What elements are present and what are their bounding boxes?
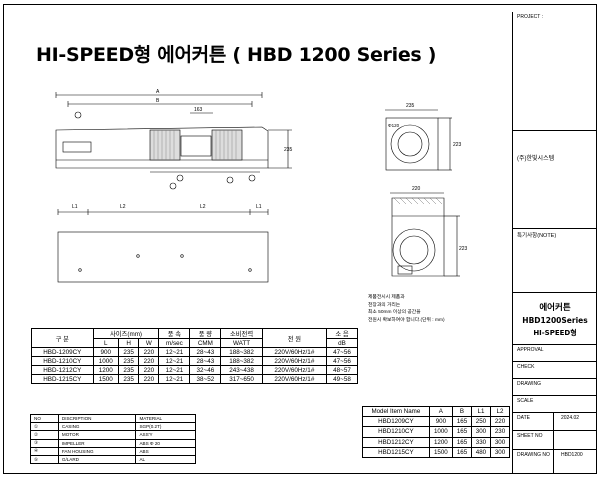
spec-header-model: 구 분 (31, 328, 94, 348)
svg-text:L2: L2 (200, 204, 206, 210)
drawing-title: HI-SPEED형 에어커튼 ( HBD 1200 Series ) (36, 44, 437, 66)
technical-drawing: A B 163 235 L1 L2 L2 L1 235 Φ120 223 (55, 89, 468, 283)
svg-text:235: 235 (406, 103, 415, 109)
drawing-frame (3, 4, 597, 474)
drawing-row: DRAWING (513, 378, 597, 395)
spec-header-size: 사이즈(mm) (92, 328, 160, 339)
side-view-top (385, 109, 452, 171)
side-view-bottom (390, 192, 460, 277)
svg-text:163: 163 (194, 107, 203, 113)
fan-grilles (153, 130, 237, 160)
product-block: 에어커튼 HBD1200Series HI-SPEED형 (513, 292, 597, 344)
note-label: 특기사항(NOTE) (513, 228, 597, 292)
svg-text:A: A (156, 89, 160, 95)
company-name: (주)한빛시스템 (513, 130, 597, 228)
hatching (393, 197, 443, 205)
svg-text:220: 220 (412, 186, 421, 192)
approval-row: APPROVAL (513, 344, 597, 361)
front-view (55, 92, 292, 190)
sheet-row: SHEET NO (513, 430, 597, 449)
svg-text:223: 223 (459, 246, 468, 252)
title-block: PROJECT : (주)한빛시스템 특기사항(NOTE) 에어커튼 HBD12… (512, 12, 597, 473)
svg-text:B: B (156, 98, 160, 104)
svg-text:L1: L1 (256, 204, 262, 210)
project-label: PROJECT : (517, 14, 544, 20)
bottom-view (57, 209, 269, 283)
check-row: CHECK (513, 361, 597, 378)
svg-text:235: 235 (284, 147, 293, 153)
svg-text:L2: L2 (120, 204, 126, 210)
svg-text:L1: L1 (72, 204, 78, 210)
svg-text:Φ120: Φ120 (388, 123, 400, 128)
svg-text:223: 223 (453, 142, 462, 148)
scale-row: SCALE (513, 395, 597, 412)
